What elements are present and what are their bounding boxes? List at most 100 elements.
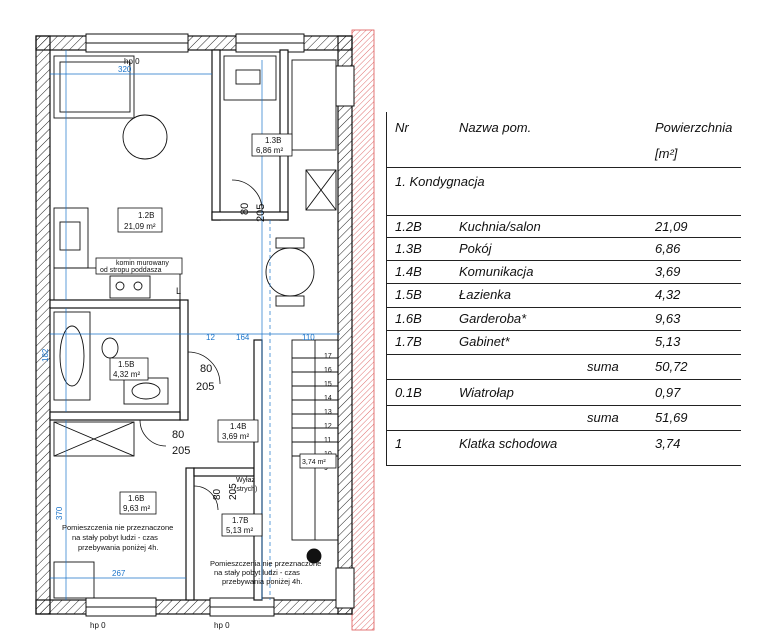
header-row	[387, 112, 741, 168]
window-hp-label-bottom-2: hp 0	[214, 621, 230, 630]
door-width-label: 80	[239, 203, 251, 215]
stair-number: 14	[324, 395, 332, 402]
neighbor-wall	[351, 29, 375, 631]
header-unit: [m²]	[655, 146, 678, 161]
room-area-value: 21,09	[655, 219, 688, 234]
room-name: Łazienka	[459, 287, 512, 302]
exit-label: (strych)	[234, 486, 257, 493]
table-row: 1.5B Łazienka 4,32	[387, 284, 741, 308]
room-id: 1.7B	[232, 516, 248, 525]
room-id: 1.6B	[128, 494, 144, 503]
room-area-value: 6,86	[655, 241, 681, 256]
sum-row: suma 50,72	[387, 355, 741, 380]
room-name: Pokój	[459, 241, 492, 256]
stair-number: 16	[324, 367, 332, 374]
floor-plan: hp 0 hp 0 hp 0	[35, 29, 375, 631]
chimney-label: komin murowany	[116, 260, 169, 267]
header-area: Powierzchnia	[655, 120, 733, 135]
stair-number: 11	[324, 437, 331, 444]
room-nr: 1.2B	[395, 219, 422, 234]
dimension-370: 370	[55, 506, 64, 520]
table-row: 1 Klatka schodowa 3,74	[387, 431, 741, 466]
note-line: Pomieszczenia nie przeznaczone	[62, 523, 173, 532]
room-area: 6,86 m²	[256, 146, 283, 155]
note-line: przebywania poniżej 4h.	[78, 543, 158, 552]
windows	[85, 33, 355, 617]
area-table: Nr Nazwa pom. Powierzchnia [m²] 1. Kondy…	[386, 112, 741, 466]
dimension-164: 164	[236, 333, 250, 342]
room-id: 1.3B	[265, 136, 281, 145]
room-id: 1.2B	[138, 211, 154, 220]
room-area: 5,13 m²	[226, 526, 253, 535]
room-labels: 1.2B 21,09 m² 1.3B 6,86 m² 1.5B 4,32 m² …	[100, 136, 326, 535]
room-nr: 1.3B	[395, 241, 422, 256]
room-name: Garderoba*	[459, 311, 527, 326]
note-line: Pomieszczenia nie przeznaczone	[210, 559, 321, 568]
room-area-value: 9,63	[655, 311, 681, 326]
room-area-value: 3,69	[655, 264, 681, 279]
sum-label: suma	[587, 410, 619, 425]
room-name: Kuchnia/salon	[459, 219, 541, 234]
door-height-label: 205	[196, 381, 214, 393]
dimension-182: 182	[41, 348, 50, 362]
room-area-value: 4,32	[655, 287, 681, 302]
exit-label: Wyłaz	[236, 477, 255, 484]
room-id: 1.5B	[118, 360, 134, 369]
table-row: 1.6B Garderoba* 9,63	[387, 308, 741, 331]
chimney-label: od stropu poddasza	[100, 267, 162, 274]
section-row: 1. Kondygnacja	[387, 168, 741, 216]
sum-value: 50,72	[655, 359, 688, 374]
note-gabinet: Pomieszczenia nie przeznaczone na stały …	[210, 559, 321, 586]
table-row: 1.2B Kuchnia/salon 21,09	[387, 216, 741, 238]
door-width-label: 80	[172, 429, 184, 441]
dimension-110: 110	[302, 333, 315, 342]
header-name: Nazwa pom.	[459, 120, 532, 135]
door-height-label: 205	[255, 204, 267, 222]
sum-label: suma	[587, 359, 619, 374]
room-id: 1.4B	[230, 422, 246, 431]
staircase	[291, 339, 339, 541]
door-width-label: 80	[212, 488, 223, 500]
stair-number: 9	[324, 465, 328, 472]
room-label-boxes	[95, 133, 337, 537]
header-nr: Nr	[395, 120, 409, 135]
room-area-value: 3,74	[655, 436, 681, 451]
door-width-label: 80	[200, 363, 212, 375]
stair-number: 12	[324, 423, 332, 430]
window-hp-label-bottom: hp 0	[90, 621, 106, 630]
room-area: 4,32 m²	[113, 370, 140, 379]
dimension-267: 267	[112, 569, 126, 578]
table-row: 1.4B Komunikacja 3,69	[387, 261, 741, 284]
note-line: przebywania poniżej 4h.	[222, 577, 302, 586]
table-row: 0.1B Wiatrołap 0,97	[387, 380, 741, 406]
note-line: na stały pobyt ludzi - czas	[72, 533, 158, 542]
room-area: 9,63 m²	[123, 504, 150, 513]
stair-area: 3,74 m²	[302, 459, 326, 466]
sum-row: suma 51,69	[387, 406, 741, 431]
door-height-label: 205	[228, 483, 239, 500]
room-area: 3,69 m²	[222, 432, 249, 441]
room-name: Wiatrołap	[459, 385, 514, 400]
room-nr: 0.1B	[395, 385, 422, 400]
cabinet-label: L	[176, 286, 181, 296]
table-row: 1.3B Pokój 6,86	[387, 238, 741, 261]
room-nr: 1.4B	[395, 264, 422, 279]
room-name: Komunikacja	[459, 264, 534, 279]
room-name: Gabinet*	[459, 334, 510, 349]
note-garderoba: Pomieszczenia nie przeznaczone na stały …	[62, 523, 173, 552]
room-area-value: 5,13	[655, 334, 681, 349]
room-nr: 1.7B	[395, 334, 422, 349]
room-nr: 1.5B	[395, 287, 422, 302]
room-nr: 1	[395, 436, 403, 451]
room-area-value: 0,97	[655, 385, 681, 400]
stair-number: 15	[324, 381, 332, 388]
window-hp-label: hp 0	[124, 57, 140, 66]
dimension-12: 12	[206, 333, 215, 342]
door-height-label: 205	[172, 445, 190, 457]
section-title: 1. Kondygnacja	[395, 174, 485, 189]
stair-number: 13	[324, 409, 332, 416]
room-name: Klatka schodowa	[459, 436, 558, 451]
dimension-top: 320	[118, 65, 132, 74]
note-line: na stały pobyt ludzi - czas	[214, 568, 300, 577]
table-row: 1.7B Gabinet* 5,13	[387, 331, 741, 355]
